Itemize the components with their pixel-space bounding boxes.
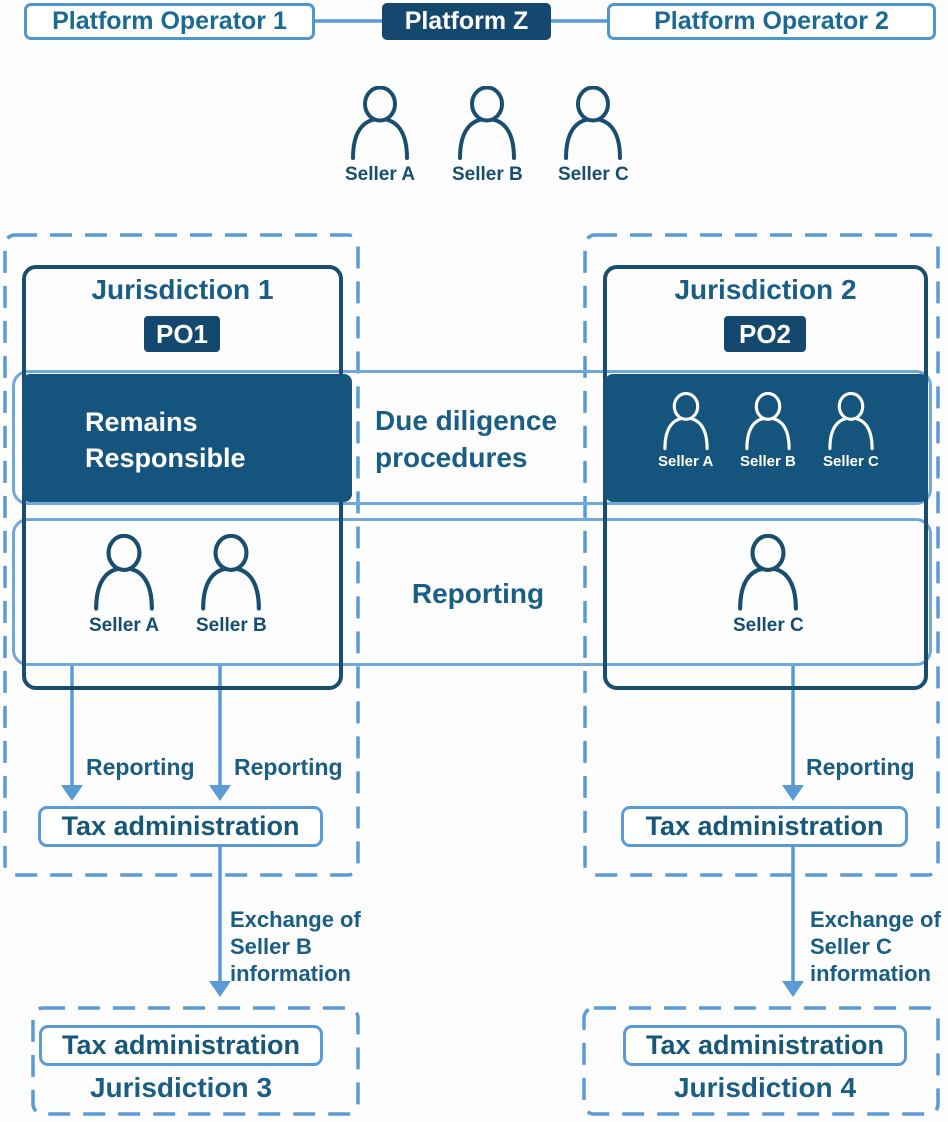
seller-c-figure-dd: Seller C [823, 392, 879, 470]
arrowhead-sellerB-reporting [209, 785, 231, 801]
jurisdiction-4-title: Jurisdiction 4 [673, 1072, 857, 1103]
seller-b-figure-top: Seller B [452, 86, 523, 186]
due-diligence-label: Due diligence procedures [375, 405, 558, 473]
seller-label: Seller C [558, 164, 629, 185]
arrowhead-exchange-sellerB [209, 981, 231, 997]
person-icon [564, 86, 623, 160]
seller-label: Seller C [823, 453, 879, 470]
person-icon [458, 86, 517, 160]
seller-label: Seller A [658, 453, 714, 470]
reporting-arrow-label-3: Reporting [806, 754, 915, 780]
seller-a-figure-top: Seller A [345, 86, 415, 186]
platform-z-box: Platform Z [382, 3, 551, 40]
person-icon [663, 392, 709, 451]
tax-administration-label: Tax administration [645, 1030, 885, 1060]
person-icon [351, 86, 410, 160]
reporting-band-label: Reporting [411, 578, 545, 609]
reporting-band [12, 518, 932, 666]
seller-b-figure-reporting: Seller B [196, 534, 267, 637]
po2-badge: PO2 [724, 316, 806, 352]
due-diligence-band [12, 370, 932, 505]
arrowhead-sellerC-reporting [782, 785, 804, 801]
jurisdiction-3-title: Jurisdiction 3 [89, 1072, 273, 1103]
seller-a-figure-reporting: Seller A [89, 534, 159, 637]
person-icon [745, 392, 791, 451]
tax-administration-label: Tax administration [61, 1030, 301, 1060]
platform-operator-1-label: Platform Operator 1 [52, 7, 287, 35]
seller-c-figure-reporting: Seller C [733, 534, 804, 637]
platform-operator-1-box: Platform Operator 1 [24, 3, 315, 40]
jurisdiction-2-title: Jurisdiction 2 [674, 274, 857, 305]
seller-c-figure-top: Seller C [558, 86, 629, 186]
person-icon [828, 392, 874, 451]
dashed-region-jurisdiction-3 [31, 1006, 360, 1116]
person-icon [201, 534, 262, 611]
tax-administration-box-j2: Tax administration [621, 806, 908, 847]
tax-administration-label: Tax administration [61, 811, 300, 841]
tax-administration-box-j1: Tax administration [38, 806, 323, 847]
seller-label: Seller C [733, 615, 804, 636]
seller-label: Seller B [740, 453, 796, 470]
seller-a-figure-dd: Seller A [658, 392, 713, 470]
exchange-seller-c-label: Exchange of Seller C information [810, 907, 941, 986]
platform-z-label: Platform Z [404, 7, 529, 35]
dashed-region-jurisdiction-4 [582, 1006, 940, 1116]
platform-operator-2-label: Platform Operator 2 [654, 7, 889, 35]
po1-badge: PO1 [144, 316, 220, 352]
remains-responsible-label: Remains Responsible [85, 407, 246, 473]
exchange-seller-b-label: Exchange of Seller B information [230, 907, 361, 986]
seller-label: Seller A [345, 164, 416, 185]
platform-operator-2-box: Platform Operator 2 [607, 3, 936, 40]
seller-label: Seller A [89, 615, 160, 636]
tax-administration-box-j4: Tax administration [623, 1025, 907, 1066]
tax-administration-label: Tax administration [645, 811, 884, 841]
reporting-arrow-label-2: Reporting [234, 754, 343, 780]
seller-label: Seller B [452, 164, 523, 185]
seller-label: Seller B [196, 615, 267, 636]
arrowhead-exchange-sellerC [782, 981, 804, 997]
remains-responsible-box [22, 374, 352, 502]
tax-administration-box-j3: Tax administration [39, 1025, 323, 1066]
reporting-arrow-label-1: Reporting [86, 754, 195, 780]
person-icon [94, 534, 154, 611]
person-icon [738, 534, 799, 611]
jurisdiction-1-title: Jurisdiction 1 [91, 274, 274, 305]
seller-b-figure-dd: Seller B [740, 392, 796, 470]
arrowhead-sellerA-reporting [61, 785, 83, 801]
